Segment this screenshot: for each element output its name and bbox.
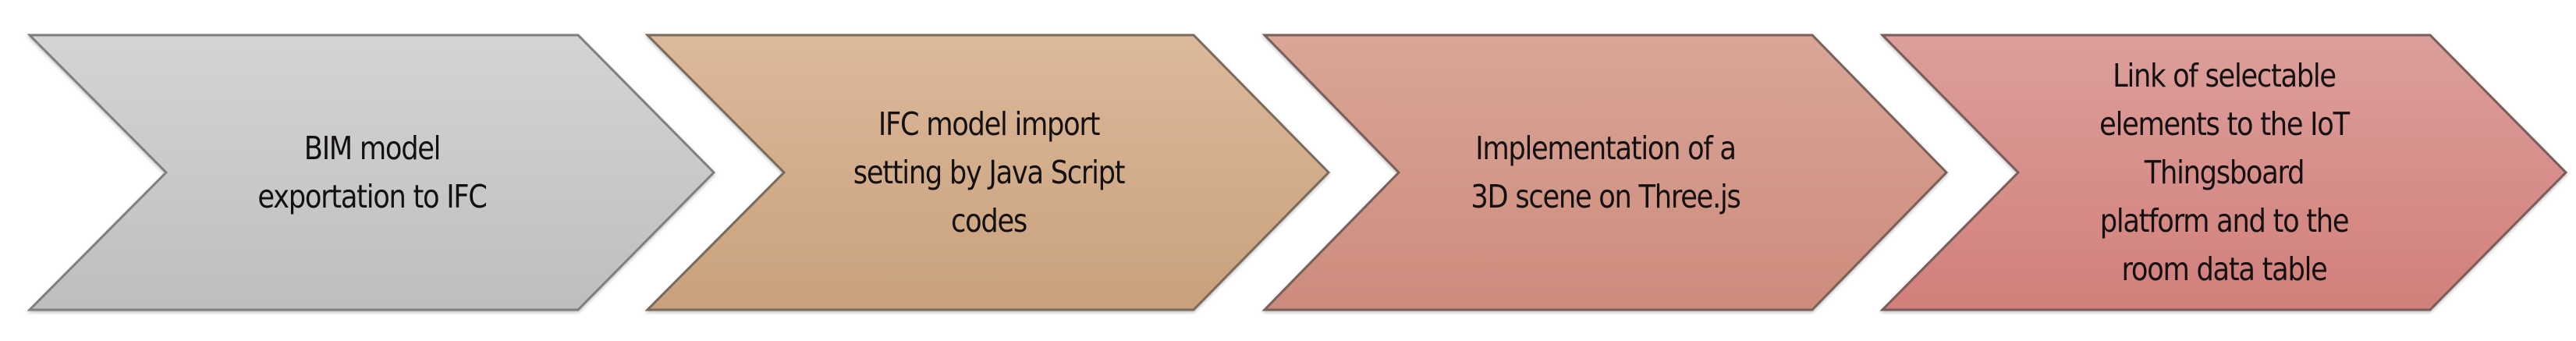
step-2-label: IFC model import setting by Java Script … <box>853 105 1126 240</box>
chevron-step-4 <box>1879 34 2568 311</box>
chevron-step-1 <box>27 34 716 311</box>
step-4-label: Link of selectable elements to the IoT T… <box>2099 57 2350 288</box>
step-3-label: Implementation of a 3D scene on Three.js <box>1471 130 1740 215</box>
chevron-step-2 <box>644 34 1331 311</box>
step-1-label: BIM model exportation to IFC <box>257 130 488 215</box>
chevron-step-3 <box>1261 34 1949 311</box>
